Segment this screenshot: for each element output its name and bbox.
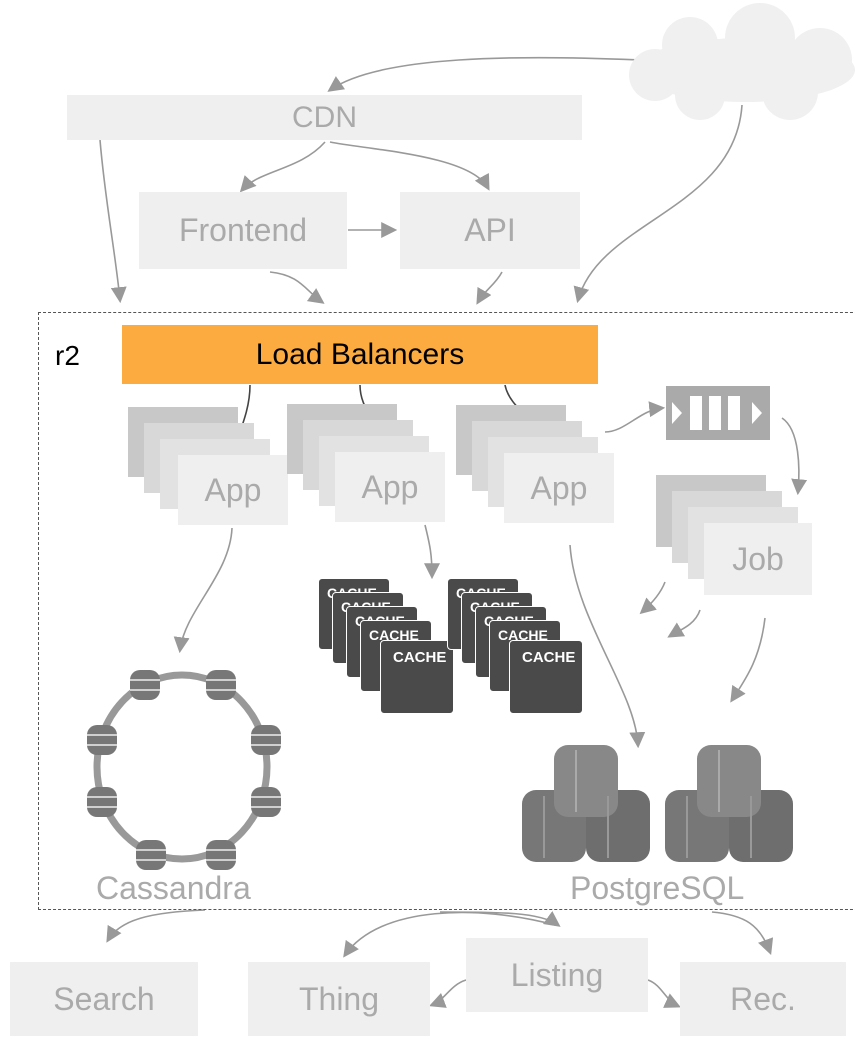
arrow-app-cache bbox=[423, 524, 440, 580]
load-balancers-box: Load Balancers bbox=[122, 325, 598, 384]
api-box: API bbox=[400, 192, 580, 269]
cassandra-node bbox=[251, 787, 281, 817]
arrow-job-cache-1 bbox=[639, 581, 666, 615]
app-label: App bbox=[361, 468, 419, 505]
region-label: r2 bbox=[55, 340, 80, 371]
search-box: Search bbox=[10, 962, 198, 1036]
arrow-app-cassandra bbox=[173, 527, 233, 654]
cassandra-node bbox=[87, 725, 117, 755]
arrow-api-r2 bbox=[476, 271, 503, 305]
cassandra-ring-icon bbox=[87, 670, 281, 870]
frontend-label: Frontend bbox=[178, 212, 308, 248]
cassandra-label: Cassandra bbox=[96, 870, 251, 906]
arrow-job-cache-2 bbox=[667, 609, 701, 638]
cassandra-node bbox=[87, 787, 117, 817]
job-label: Job bbox=[732, 540, 784, 577]
postgres-cluster-2 bbox=[665, 745, 793, 862]
arrow-r2-rec bbox=[711, 911, 774, 956]
cassandra-node bbox=[206, 840, 236, 870]
cdn-label: CDN bbox=[292, 100, 357, 134]
arrow-listing-rec bbox=[647, 979, 681, 1008]
arrow-cloud-r2 bbox=[573, 104, 743, 304]
cassandra-node bbox=[136, 840, 166, 870]
arrow-r2-search bbox=[106, 909, 206, 943]
arrow-queue-job bbox=[781, 417, 808, 496]
rec-box: Rec. bbox=[680, 962, 846, 1036]
postgresql-label: PostgreSQL bbox=[570, 870, 745, 906]
arrow-listing-thing-top bbox=[343, 911, 556, 958]
listing-label: Listing bbox=[510, 956, 604, 993]
api-label: API bbox=[464, 212, 516, 248]
cassandra-node bbox=[206, 670, 236, 700]
arrow-cdn-api bbox=[329, 141, 490, 191]
listing-box: Listing bbox=[466, 938, 648, 1012]
search-label: Search bbox=[53, 980, 155, 1017]
cache-label: CACHE bbox=[393, 649, 447, 666]
region-r2 bbox=[38, 312, 855, 910]
queue-icon bbox=[666, 386, 770, 440]
arrow-app-queue bbox=[604, 401, 666, 433]
arrow-cdn-r2 bbox=[99, 139, 127, 304]
rec-label: Rec. bbox=[730, 980, 796, 1017]
arrow-frontend-r2 bbox=[269, 271, 325, 304]
arrow-cloud-cdn bbox=[327, 56, 641, 92]
cache-label: CACHE bbox=[522, 649, 576, 666]
frontend-box: Frontend bbox=[139, 192, 347, 269]
load-balancers-label: Load Balancers bbox=[255, 337, 465, 371]
cloud-icon bbox=[629, 3, 855, 120]
thing-label: Thing bbox=[298, 980, 380, 1017]
arrow-app-postgres bbox=[569, 544, 646, 749]
arrow-listing-thing bbox=[429, 979, 467, 1008]
app-label: App bbox=[204, 471, 262, 508]
arrow-job-postgres bbox=[730, 617, 766, 703]
cdn-box: CDN bbox=[67, 95, 582, 140]
cache-label: CACHE bbox=[498, 627, 548, 643]
cache-label: CACHE bbox=[369, 627, 419, 643]
cassandra-node bbox=[251, 725, 281, 755]
app-label: App bbox=[530, 469, 588, 506]
postgres-cluster-1 bbox=[522, 745, 650, 862]
cassandra-node bbox=[130, 670, 160, 700]
arrow-cdn-frontend bbox=[239, 141, 326, 193]
thing-box: Thing bbox=[248, 962, 430, 1036]
